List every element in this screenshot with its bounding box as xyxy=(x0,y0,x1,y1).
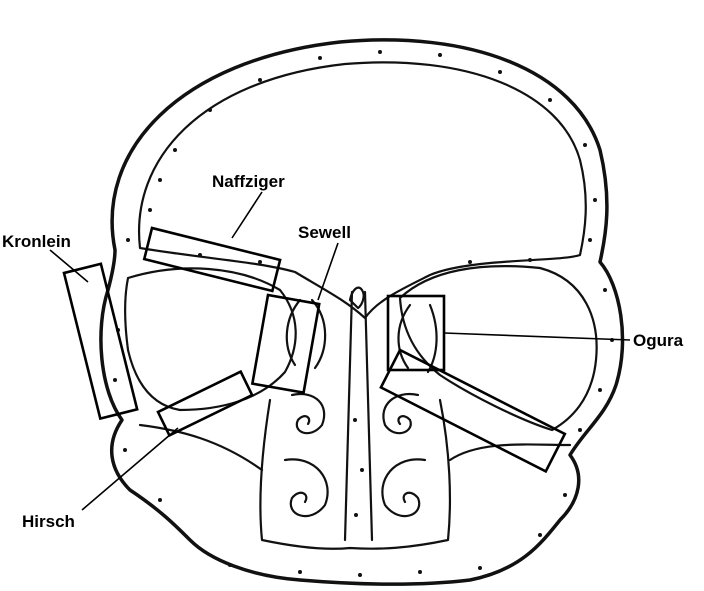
hirsch-label: Hirsch xyxy=(22,512,75,531)
left-turbinate-upper xyxy=(292,394,324,433)
naffziger-label: Naffziger xyxy=(212,172,285,191)
skull-inner-contour xyxy=(139,62,586,318)
right-orbit-contour xyxy=(400,266,597,430)
right-ethmoid-cells xyxy=(398,305,436,372)
sewell-label: Sewell xyxy=(298,223,351,242)
right-turbinate-lower xyxy=(382,459,425,516)
nasal-cavity-contour xyxy=(260,400,450,549)
kronlein-label: Kronlein xyxy=(2,232,71,251)
diploe-stippling xyxy=(113,50,614,577)
sewell-approach-box xyxy=(252,295,319,393)
ogura-leader-line xyxy=(444,333,630,340)
ogura-label: Ogura xyxy=(633,331,684,350)
naffziger-approach-box xyxy=(144,228,280,291)
kronlein-leader-line xyxy=(50,250,88,282)
left-turbinate-lower xyxy=(285,459,328,516)
naffziger-leader-line xyxy=(232,192,262,238)
right-turbinate-upper xyxy=(383,394,418,433)
left-maxilla-line xyxy=(140,425,262,470)
skull-outer-contour xyxy=(101,40,623,584)
nasal-septum xyxy=(345,292,372,540)
hirsch-leader-line xyxy=(82,428,178,510)
hirsch-approach-box xyxy=(158,372,252,436)
